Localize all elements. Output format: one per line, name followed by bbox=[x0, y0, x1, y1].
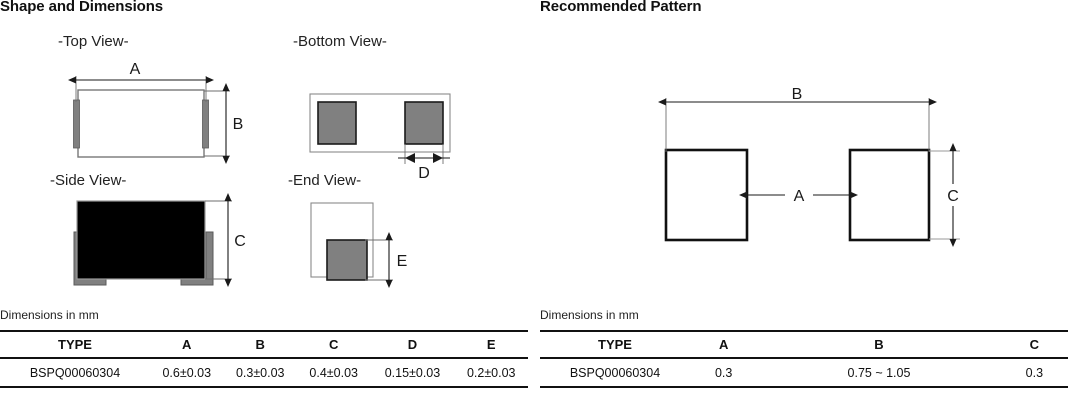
table-header-cell: A bbox=[690, 330, 758, 359]
diagram-recommended-pattern: B A C bbox=[658, 86, 965, 247]
recommended-pattern-panel: Recommended Pattern B A C bbox=[540, 0, 1080, 410]
dimension-label-d: D bbox=[418, 165, 430, 182]
bottom-view-pad-right bbox=[404, 101, 444, 145]
label-top-view: -Top View- bbox=[58, 33, 129, 50]
table-row: BSPQ00060304 0.6±0.03 0.3±0.03 0.4±0.03 … bbox=[0, 358, 528, 388]
label-side-view: -Side View- bbox=[50, 172, 127, 189]
diagram-end-view: E bbox=[310, 202, 408, 288]
table-header-cell: C bbox=[296, 330, 371, 359]
table-cell-b: 0.75 ~ 1.05 bbox=[757, 358, 1001, 388]
table-cell-b: 0.3±0.03 bbox=[223, 358, 297, 388]
table-header-cell: B bbox=[757, 330, 1001, 359]
page-title-recommended-pattern: Recommended Pattern bbox=[540, 0, 702, 15]
side-view-body bbox=[76, 200, 206, 280]
dimension-label-a: A bbox=[130, 61, 141, 78]
table-header-cell: C bbox=[1000, 330, 1068, 359]
label-end-view: -End View- bbox=[288, 172, 362, 189]
dimensions-table-left: TYPE A B C D E BSPQ00060304 0.6±0.03 0.3… bbox=[0, 330, 528, 388]
table-header-cell: E bbox=[454, 330, 528, 359]
table-row: BSPQ00060304 0.3 0.75 ~ 1.05 0.3 bbox=[540, 358, 1068, 388]
table-header-cell: A bbox=[150, 330, 224, 359]
table-header-cell: D bbox=[370, 330, 455, 359]
end-view-terminal bbox=[326, 239, 368, 281]
table-cell-c: 0.3 bbox=[1000, 358, 1068, 388]
bottom-view-pad-left bbox=[317, 101, 357, 145]
table-cell-type: BSPQ00060304 bbox=[0, 358, 150, 388]
diagram-top-view: A B bbox=[68, 61, 244, 164]
top-view-body bbox=[77, 89, 205, 158]
dimensions-note-left: Dimensions in mm bbox=[0, 308, 99, 322]
pattern-pad-left bbox=[664, 148, 749, 242]
table-header-row: TYPE A B C D E bbox=[0, 330, 528, 359]
table-cell-a: 0.3 bbox=[690, 358, 758, 388]
table-header-row: TYPE A B C bbox=[540, 330, 1068, 359]
page-title-shape-dimensions: Shape and Dimensions bbox=[0, 0, 164, 15]
table-cell-a: 0.6±0.03 bbox=[150, 358, 224, 388]
table-cell-e: 0.2±0.03 bbox=[454, 358, 528, 388]
dimension-label-b: B bbox=[792, 86, 803, 103]
pattern-pad-right bbox=[848, 148, 931, 242]
dimension-label-b: B bbox=[233, 116, 244, 133]
table-header-cell: B bbox=[223, 330, 297, 359]
dimension-label-c: C bbox=[947, 188, 959, 205]
diagram-side-view: C bbox=[73, 193, 246, 287]
dimension-label-c: C bbox=[234, 233, 246, 250]
table-header-cell: TYPE bbox=[0, 330, 150, 359]
dimension-label-e: E bbox=[397, 253, 408, 270]
dimension-label-a: A bbox=[794, 188, 805, 205]
table-cell-c: 0.4±0.03 bbox=[296, 358, 371, 388]
label-bottom-view: -Bottom View- bbox=[293, 33, 387, 50]
shape-and-dimensions-panel: Shape and Dimensions -Top View- -Bottom … bbox=[0, 0, 528, 388]
dimensions-note-right: Dimensions in mm bbox=[540, 308, 639, 322]
side-view-lead-right bbox=[180, 231, 214, 286]
table-cell-d: 0.15±0.03 bbox=[370, 358, 455, 388]
top-view-terminal-left bbox=[73, 99, 80, 149]
diagram-bottom-view: D bbox=[309, 93, 451, 182]
top-view-terminal-right bbox=[202, 99, 209, 149]
dimensions-table-right: TYPE A B C BSPQ00060304 0.3 0.75 ~ 1.05 … bbox=[540, 330, 1068, 388]
table-cell-type: BSPQ00060304 bbox=[540, 358, 690, 388]
table-header-cell: TYPE bbox=[540, 330, 690, 359]
